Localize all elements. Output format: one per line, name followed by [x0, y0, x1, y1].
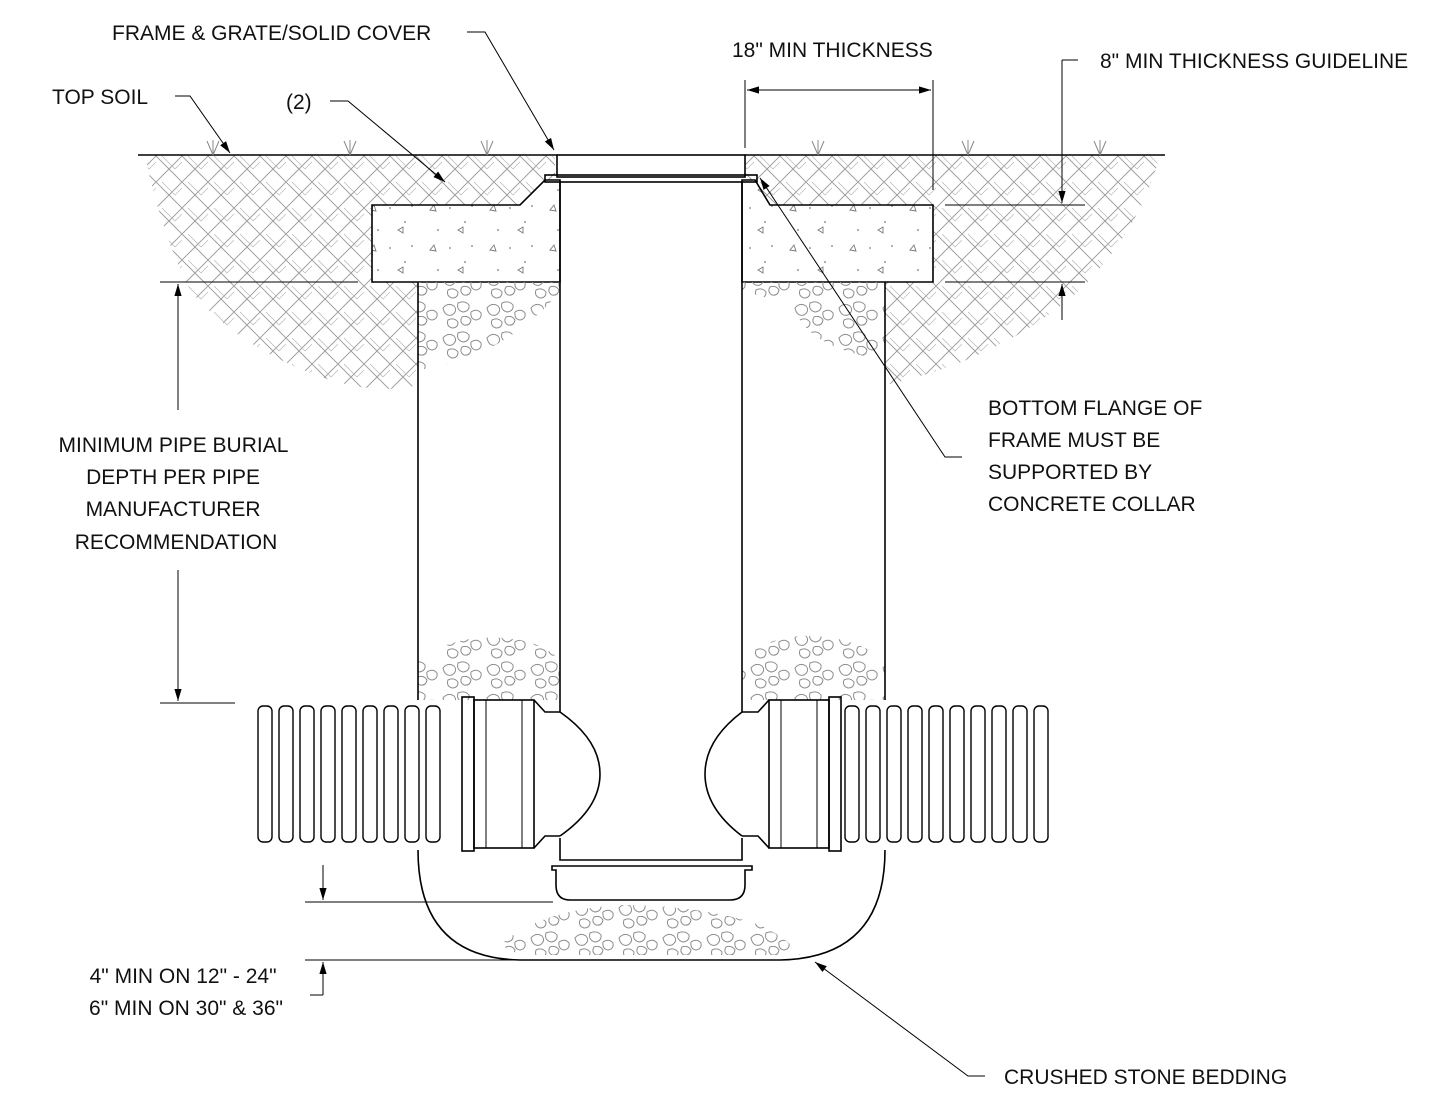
label-frame-grate: FRAME & GRATE/SOLID COVER: [112, 22, 431, 45]
dimension-bedding-depth: [305, 865, 553, 996]
concrete-collar: [371, 179, 934, 283]
pipe-corrugation-rib: [865, 705, 881, 843]
sump-bottom: [551, 838, 753, 901]
label-bedding-depth: 4" MIN ON 12" - 24" 6" MIN ON 30" & 36": [89, 965, 283, 1020]
label-top-soil: TOP SOIL: [52, 86, 148, 109]
dimension-burial-depth: [160, 281, 358, 704]
label-crushed-stone: CRUSHED STONE BEDDING: [1004, 1066, 1287, 1089]
pipe-corrugation-rib: [383, 705, 399, 843]
top-soil-hatch: [145, 155, 1160, 389]
pipe-corrugation-rib: [928, 705, 944, 843]
pipe-corrugation-rib: [1012, 705, 1028, 843]
pipe-corrugation-rib: [991, 705, 1007, 843]
leader-lines: [175, 31, 985, 1077]
basin-body: [417, 182, 886, 961]
pipe-corrugation-rib: [278, 705, 294, 843]
pipe-corrugation-rib: [844, 705, 860, 843]
label-burial-depth: MINIMUM PIPE BURIAL DEPTH PER PIPE MANUF…: [59, 434, 294, 554]
pipe-corrugation-rib: [886, 705, 902, 843]
pipe-corrugation-rib: [404, 705, 420, 843]
pipe-corrugation-rib: [299, 705, 315, 843]
frame-and-grate: [544, 154, 758, 183]
pipe-corrugation-rib: [257, 705, 273, 843]
grass-tufts: [206, 140, 1107, 156]
pipe-corrugation-rib: [320, 705, 336, 843]
dimension-8-min-thickness: [945, 59, 1085, 320]
pipe-corrugation-rib: [341, 705, 357, 843]
pipe-corrugation-rib: [362, 705, 378, 843]
pipe-corrugation-rib: [425, 705, 441, 843]
crushed-stone-fill: [418, 282, 885, 955]
pipe-corrugation-rib: [907, 705, 923, 843]
pipe-corrugation-rib: [1033, 705, 1049, 843]
label-bottom-flange: BOTTOM FLANGE OF FRAME MUST BE SUPPORTED…: [988, 397, 1208, 516]
pipe-corrugation-rib: [949, 705, 965, 843]
label-18-min-thickness: 18" MIN THICKNESS: [732, 39, 933, 62]
pipe-corrugation-rib: [970, 705, 986, 843]
label-8-min-thickness: 8" MIN THICKNESS GUIDELINE: [1100, 50, 1408, 73]
left-corrugated-pipe: [257, 696, 601, 852]
label-note-2: (2): [286, 91, 312, 114]
dimension-18-min-thickness: [744, 80, 934, 190]
right-corrugated-pipe: [704, 696, 1049, 852]
